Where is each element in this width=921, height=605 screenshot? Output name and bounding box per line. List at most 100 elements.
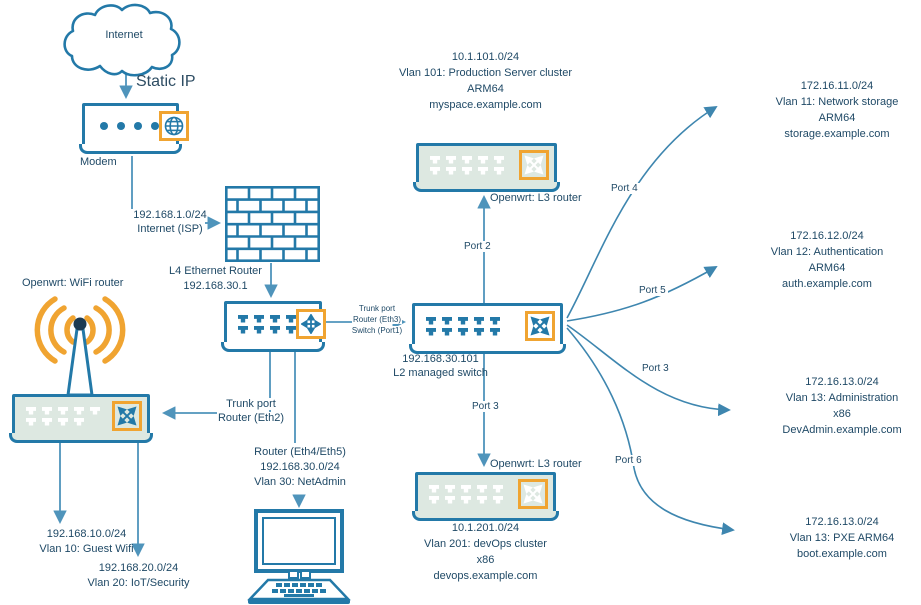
production-host: myspace.example.com [429, 99, 542, 111]
globe-icon [159, 111, 189, 141]
pxe-label: 172.16.13.0/24 Vlan 13: PXE ARM64 boot.e… [751, 514, 921, 562]
ethernet-port-icon [490, 327, 500, 336]
pxe-vlan: Vlan 13: PXE ARM64 [789, 532, 895, 544]
guest-wifi-vlan: Vlan 10: Guest Wifi [39, 543, 134, 555]
internet-label: Internet [105, 29, 143, 41]
ethernet-port-icon [270, 314, 280, 323]
ethernet-port-icon [238, 325, 248, 334]
iot-security-label: 192.168.20.0/24 Vlan 20: IoT/Security [66, 561, 211, 591]
ethernet-ports [426, 316, 500, 336]
ethernet-port-icon [493, 484, 503, 493]
ethernet-port-icon [494, 166, 504, 175]
ethernet-port-icon [445, 495, 455, 504]
administration-arch: x86 [833, 408, 851, 420]
storage-label: 172.16.11.0/24 Vlan 11: Network storage … [746, 78, 921, 142]
ethernet-port-icon [42, 406, 52, 415]
ethernet-ports [238, 314, 296, 334]
modem-led-dots [100, 122, 159, 130]
ethernet-port-icon [478, 166, 488, 175]
firewall-name: L4 Ethernet Router [169, 265, 262, 277]
l2-switch-device [409, 303, 566, 354]
ethernet-port-icon [58, 417, 68, 426]
internet-cloud [63, 3, 181, 77]
devops-arch: x86 [476, 554, 495, 566]
led-dot-icon [100, 122, 108, 130]
trunk-eth3-line2: Router (Eth3) [351, 315, 403, 324]
devops-vlan: Vlan 201: devOps cluster [424, 538, 547, 550]
ethernet-port-icon [474, 316, 484, 325]
trunk-eth2-line1: Trunk port [225, 398, 277, 410]
ethernet-port-icon [90, 406, 100, 415]
ethernet-ports [429, 484, 503, 504]
auth-vlan: Vlan 12: Authentication [770, 246, 884, 258]
ethernet-port-icon [461, 484, 471, 493]
port6-label: Port 6 [613, 455, 644, 466]
ethernet-port-icon [442, 327, 452, 336]
netadmin-label: Router (Eth4/Eth5) 192.168.30.0/24 Vlan … [228, 445, 372, 490]
storage-host: storage.example.com [784, 128, 890, 140]
crossed-arrows-icon [518, 479, 548, 509]
ethernet-port-icon [446, 155, 456, 164]
ethernet-port-icon [490, 316, 500, 325]
administration-host: DevAdmin.example.com [782, 424, 902, 436]
led-dot-icon [117, 122, 125, 130]
ethernet-port-icon [458, 316, 468, 325]
ethernet-port-icon [429, 484, 439, 493]
ethernet-port-icon [462, 155, 472, 164]
firewall-device [225, 186, 320, 262]
modem-device [79, 103, 189, 154]
port3-downlink-label: Port 3 [470, 401, 501, 412]
pxe-host: boot.example.com [797, 548, 887, 560]
trunk-eth3-line1: Trunk port [357, 304, 397, 313]
storage-subnet: 172.16.11.0/24 [800, 80, 874, 92]
ethernet-port-icon [446, 166, 456, 175]
crossed-arrows-icon [519, 150, 549, 180]
ethernet-port-icon [254, 314, 264, 323]
storage-arch: ARM64 [818, 112, 856, 124]
ethernet-port-icon [493, 495, 503, 504]
devops-host: devops.example.com [433, 570, 538, 582]
auth-label: 172.16.12.0/24 Vlan 12: Authentication A… [736, 228, 918, 292]
l2-switch-ip: 192.168.30.101 [402, 353, 479, 365]
wifi-router-device [9, 394, 153, 443]
ethernet-port-icon [474, 327, 484, 336]
administration-label: 172.16.13.0/24 Vlan 13: Administration x… [751, 374, 921, 438]
isp-name: Internet (ISP) [137, 223, 203, 235]
ethernet-ports [26, 406, 100, 426]
trunk-eth3-label: Trunk port Router (Eth3) Switch (Port1) [336, 303, 418, 336]
isp-link-label: 192.168.1.0/24 Internet (ISP) [118, 208, 222, 236]
ethernet-port-icon [477, 484, 487, 493]
ethernet-port-icon [478, 155, 488, 164]
trunk-eth3-line3: Switch (Port1) [350, 326, 404, 335]
wifi-router-label: Openwrt: WiFi router [22, 277, 124, 289]
ethernet-port-icon [74, 417, 84, 426]
ethernet-port-icon [445, 484, 455, 493]
ethernet-port-icon [426, 316, 436, 325]
port2-label: Port 2 [462, 241, 493, 252]
l3-router-top-label: Openwrt: L3 router [490, 192, 582, 204]
l3-router-bottom-label: Openwrt: L3 router [490, 458, 582, 470]
netadmin-subnet: 192.168.30.0/24 [260, 461, 340, 473]
ethernet-port-icon [238, 314, 248, 323]
storage-vlan: Vlan 11: Network storage [775, 96, 899, 108]
production-arch: ARM64 [467, 83, 504, 95]
led-dot-icon [134, 122, 142, 130]
production-vlan: Vlan 101: Production Server cluster [398, 67, 573, 79]
ethernet-port-icon [458, 327, 468, 336]
trunk-eth2-label: Trunk port Router (Eth2) [196, 397, 306, 425]
iot-subnet: 192.168.20.0/24 [98, 562, 179, 574]
iot-vlan: Vlan 20: IoT/Security [87, 577, 190, 589]
ethernet-port-icon [254, 325, 264, 334]
firewall-label: L4 Ethernet Router 192.168.30.1 [158, 264, 273, 294]
ethernet-port-icon [270, 325, 280, 334]
ethernet-port-icon [286, 325, 296, 334]
wifi-signal-icon [34, 296, 126, 397]
administration-subnet: 172.16.13.0/24 [805, 376, 879, 388]
l2-switch-label: 192.168.30.101 L2 managed switch [388, 352, 493, 380]
devops-subnet: 10.1.201.0/24 [451, 522, 520, 534]
port5-label: Port 5 [637, 285, 668, 296]
auth-arch: ARM64 [808, 262, 846, 274]
crossed-arrows-icon [525, 311, 555, 341]
crossed-arrows-icon [112, 401, 142, 431]
port4-label: Port 4 [609, 183, 640, 194]
